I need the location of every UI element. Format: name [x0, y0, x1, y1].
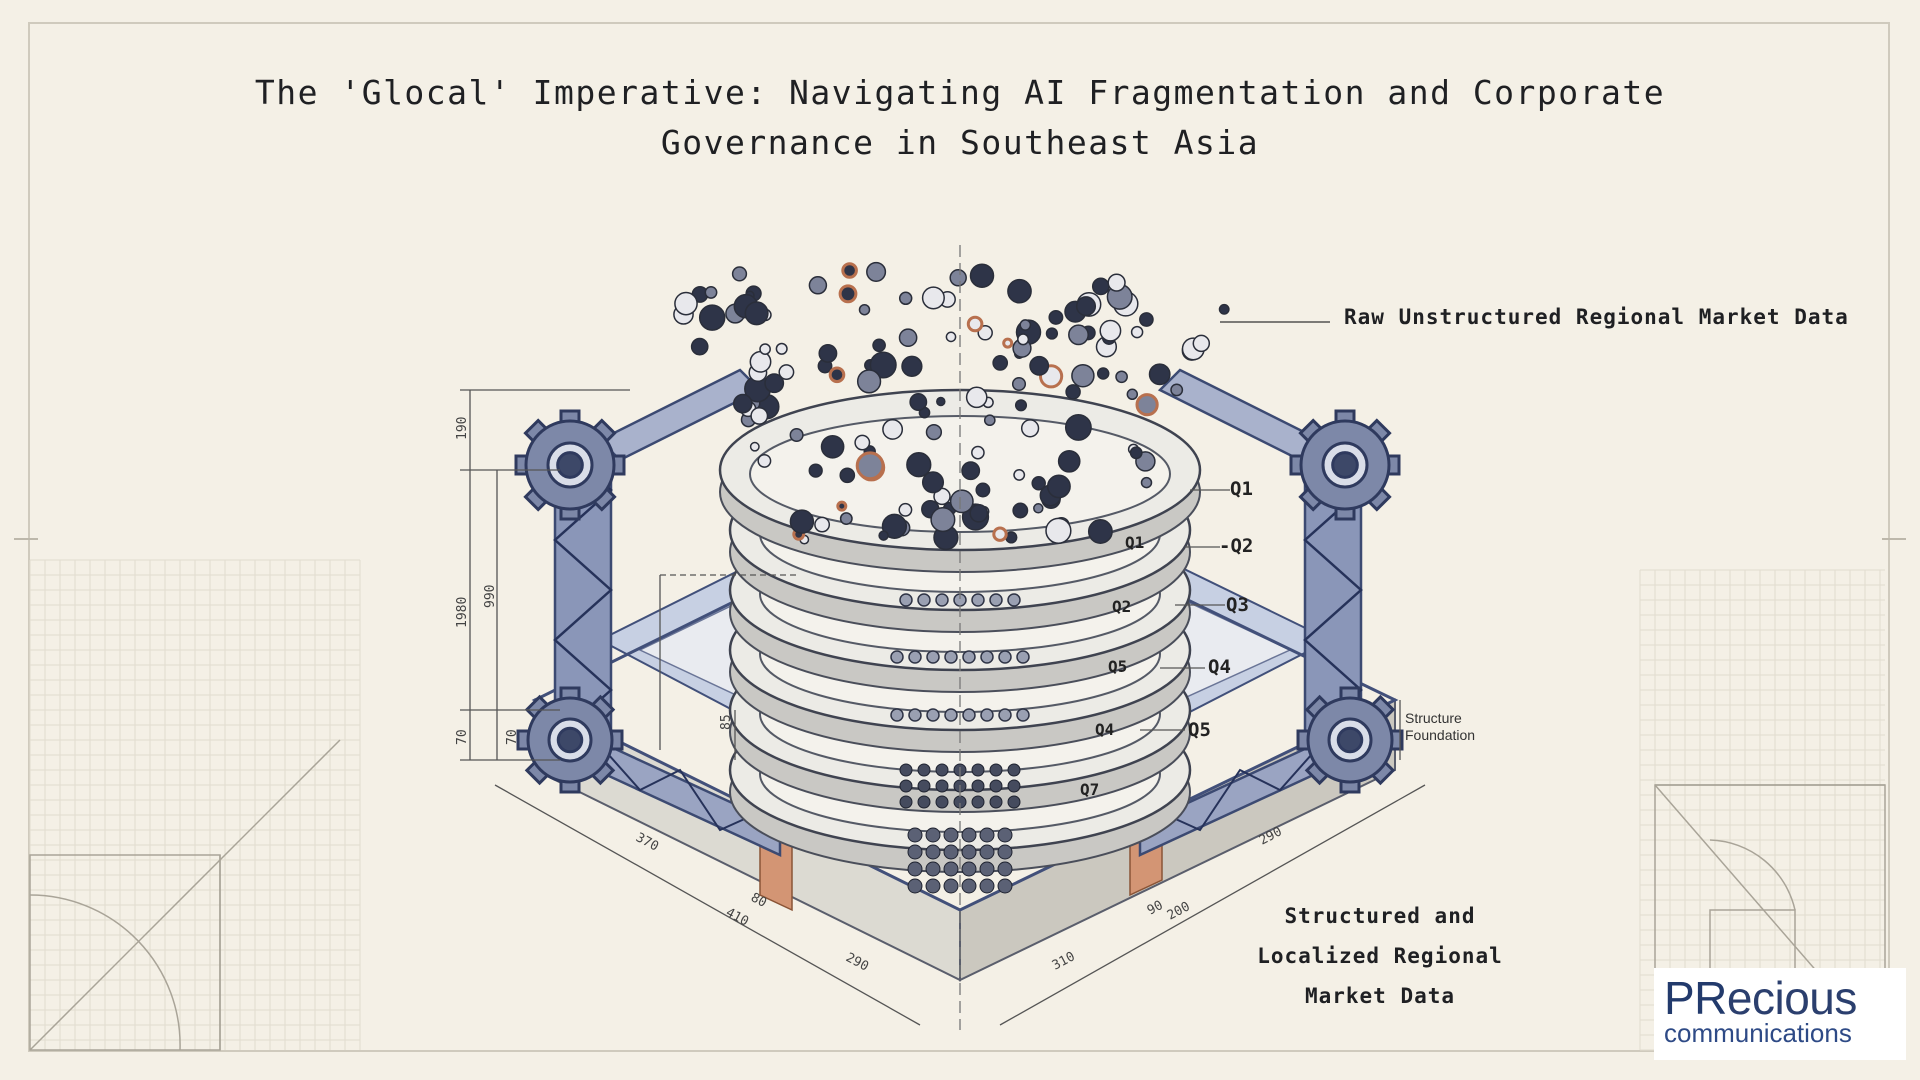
- logo-subtitle: communications: [1664, 1018, 1852, 1048]
- logo-rest: ecious: [1726, 972, 1857, 1024]
- dim-base-left2: 410: [723, 905, 751, 929]
- raw-data-label: Raw Unstructured Regional Market Data: [1344, 305, 1849, 329]
- structured-label-line-3: Market Data: [1304, 984, 1456, 1008]
- construction-lines: [29, 739, 1886, 1051]
- structure-foundation-label: Structure Foundation: [1405, 710, 1475, 744]
- logo-wordmark: PRecious: [1664, 975, 1896, 1021]
- ring-label-q4: Q4: [1208, 656, 1231, 678]
- ring-leaders: [1140, 489, 1230, 731]
- ring-label-q2: -Q2: [1219, 535, 1254, 557]
- gear-icon: [1289, 409, 1401, 521]
- dim-base-right2: 200: [1165, 899, 1193, 923]
- title-line-2: Governance in Southeast Asia: [660, 123, 1260, 162]
- title-line-1: The 'Glocal' Imperative: Navigating AI F…: [254, 73, 1666, 112]
- logo-pr: PR: [1664, 972, 1727, 1024]
- dim-base-front2: 310: [1050, 949, 1078, 973]
- dim-base-left: 370: [633, 830, 661, 854]
- dim-base-left3: 80: [748, 890, 769, 911]
- foundation-line-1: Structure: [1405, 710, 1462, 726]
- dim-left-inner: 990: [483, 585, 498, 608]
- dim-left-mid: 85: [719, 714, 734, 730]
- dim-left-bottom1: 70: [455, 729, 470, 745]
- dim-left-bottom2: 70: [505, 729, 520, 745]
- dim-base-front: 290: [843, 950, 871, 974]
- structured-label-line-2: Localized Regional: [1257, 944, 1503, 968]
- gear-icons: [514, 409, 1404, 794]
- gear-icon: [514, 409, 626, 521]
- dim-left-top: 190: [455, 417, 470, 440]
- page-title: The 'Glocal' Imperative: Navigating AI F…: [0, 68, 1920, 168]
- right-edge-tick: [1882, 538, 1906, 540]
- left-edge-tick: [14, 538, 38, 540]
- ring-tags: Q1 Q2 Q5 Q4 Q7: [1080, 533, 1144, 799]
- structured-data-label: Structured and Localized Regional Market…: [1230, 896, 1530, 1016]
- dim-base-right3: 90: [1145, 898, 1166, 919]
- gear-icon: [1296, 686, 1404, 794]
- ring-tag-2: Q2: [1112, 597, 1131, 616]
- ring-label-q3: Q3: [1226, 594, 1249, 616]
- data-particles: [673, 261, 1230, 551]
- structured-label-line-1: Structured and: [1284, 904, 1476, 928]
- ring-tag-4: Q4: [1095, 720, 1114, 739]
- ring-label-q5: Q5: [1188, 719, 1211, 741]
- grid-left: [29, 559, 361, 1050]
- ring-tag-3: Q5: [1108, 657, 1127, 676]
- foundation-line-2: Foundation: [1405, 727, 1476, 743]
- dimension-lines: [460, 245, 1426, 1030]
- precious-communications-logo: PRecious communications: [1654, 968, 1906, 1060]
- blueprint-frame: [28, 22, 1890, 1052]
- ring-tag-1: Q1: [1125, 533, 1144, 552]
- ring-label-q1: Q1: [1230, 478, 1253, 500]
- dim-left-outer: 1980: [455, 597, 470, 628]
- ring-tag-5: Q7: [1080, 780, 1099, 799]
- gear-icon: [516, 686, 624, 794]
- structured-dots: [890, 593, 1030, 894]
